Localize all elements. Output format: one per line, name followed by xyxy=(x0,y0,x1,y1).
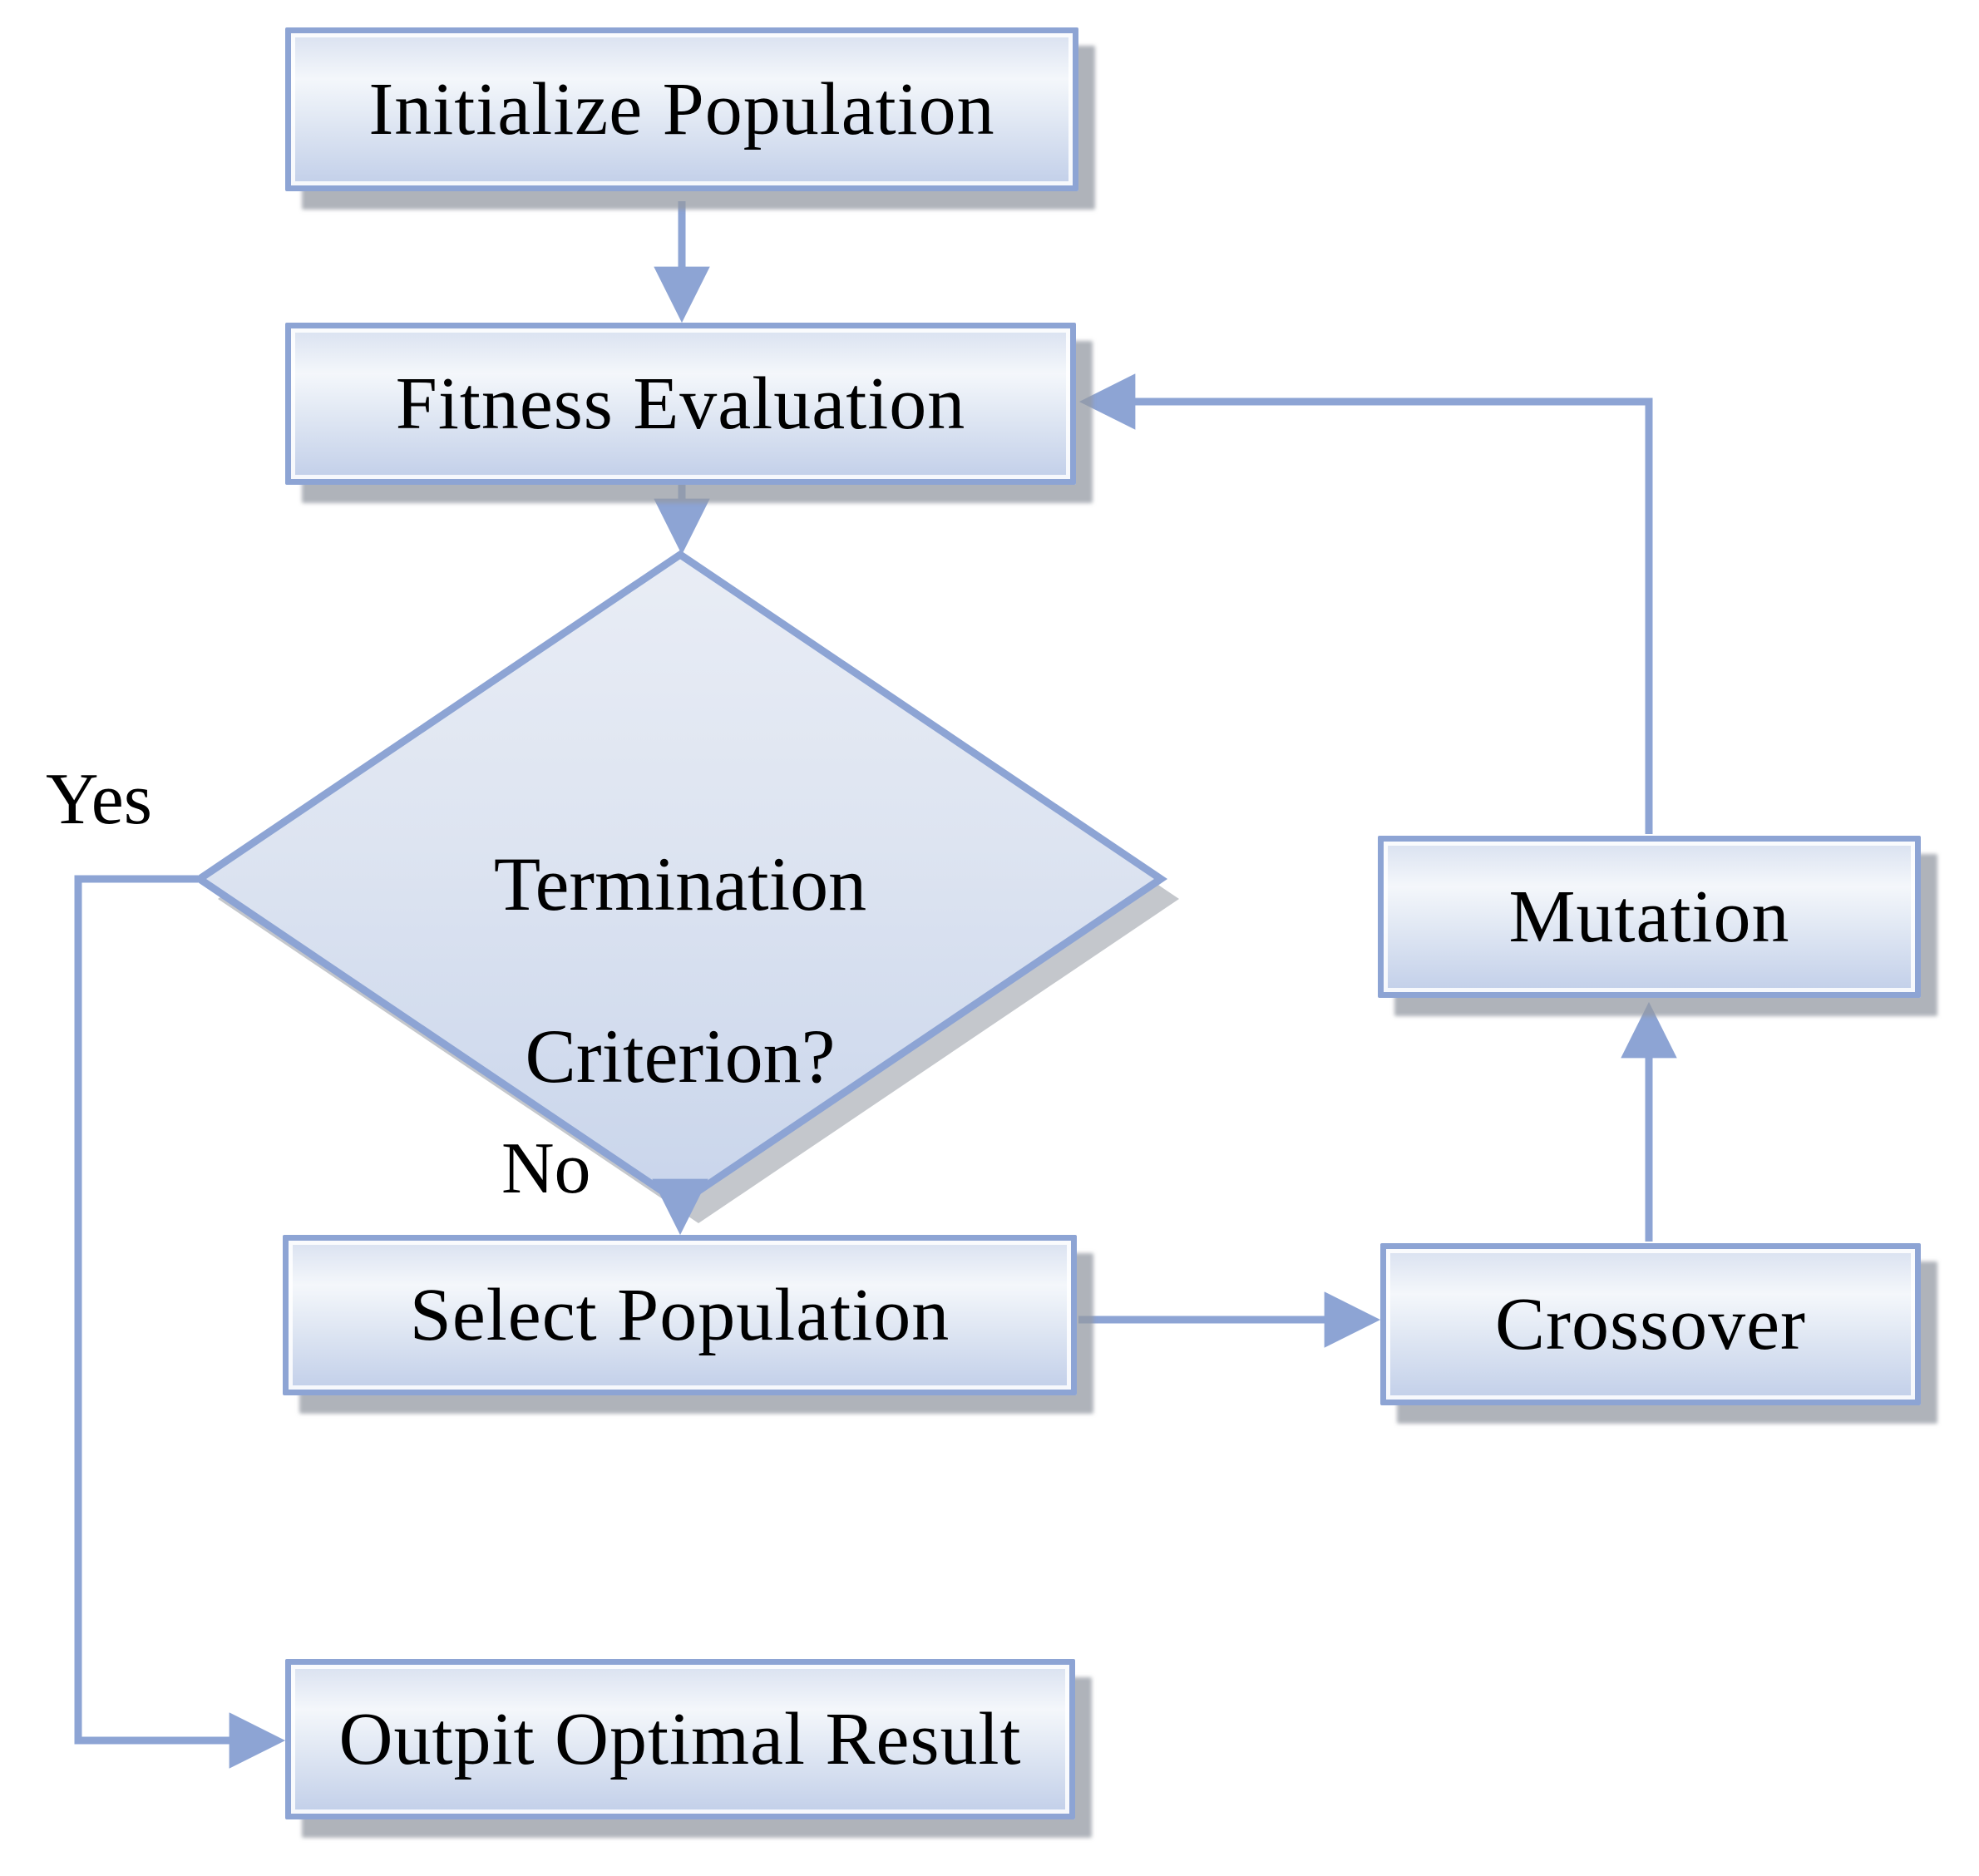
node-termination-criterion-label: Termination Criterion? xyxy=(348,798,1013,1143)
edge-mutation-to-fitness xyxy=(1078,373,1653,834)
decision-line-2: Criterion? xyxy=(525,1014,836,1098)
node-fitness-evaluation: Fitness Evaluation xyxy=(285,323,1076,485)
edge-decision-yes-to-output xyxy=(74,875,286,1769)
no-branch-label: No xyxy=(501,1128,591,1209)
node-output-optimal-result: Outpit Optimal Result xyxy=(285,1659,1075,1819)
node-select-population: Select Population xyxy=(283,1235,1077,1395)
yes-branch-label: Yes xyxy=(46,759,153,840)
node-output-optimal-result-label: Outpit Optimal Result xyxy=(338,1698,1022,1780)
node-crossover: Crossover xyxy=(1380,1243,1921,1405)
node-fitness-evaluation-label: Fitness Evaluation xyxy=(395,363,966,445)
decision-line-1: Termination xyxy=(493,842,867,926)
node-mutation: Mutation xyxy=(1378,836,1921,998)
node-initialize-population-label: Initialize Population xyxy=(368,68,995,151)
node-initialize-population: Initialize Population xyxy=(285,27,1078,191)
node-select-population-label: Select Population xyxy=(409,1274,950,1356)
node-mutation-label: Mutation xyxy=(1508,876,1790,958)
node-crossover-label: Crossover xyxy=(1495,1283,1806,1365)
